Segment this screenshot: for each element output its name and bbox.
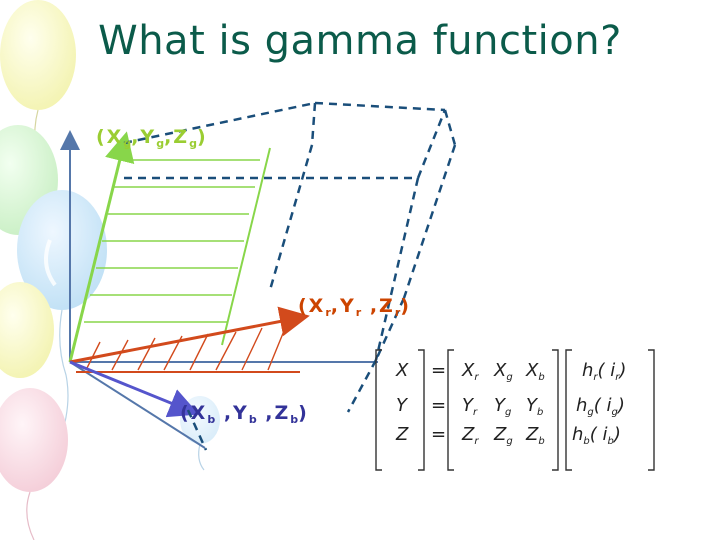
gamma-entry-r: hr( ir) — [582, 360, 627, 383]
equals-1: = — [431, 360, 447, 381]
matrix-cell: Yr — [462, 395, 478, 418]
blue-vector — [69, 360, 200, 418]
z-axis — [69, 361, 206, 449]
dashed-box — [123, 101, 457, 451]
green-parallel — [221, 147, 271, 346]
matrix-cell: Zg — [494, 424, 513, 447]
gamma-entry-b: hb( ib) — [572, 424, 621, 447]
matrix-cell: Xg — [494, 360, 513, 383]
green-hatching — [84, 159, 260, 323]
green-vector-label: (Xg,Yg,Zg) — [96, 126, 208, 150]
matrix-cell: Xb — [526, 360, 545, 383]
matrix-cell: Zr — [462, 424, 479, 447]
equals-3: = — [431, 424, 447, 445]
red-vector — [69, 306, 310, 364]
balloon-blue — [17, 190, 107, 310]
gamma-entry-g: hg( ig) — [576, 395, 625, 418]
green-vector — [68, 131, 135, 363]
matrix-cell: Yb — [526, 395, 544, 418]
slide-title: What is gamma function? — [98, 18, 622, 64]
balloon-yellow-top — [0, 0, 76, 110]
red-vector-label: (Xr,Yr ,Zr) — [298, 295, 411, 319]
matrix-cell: Yg — [494, 395, 512, 418]
lhs-y: Y — [396, 395, 407, 416]
blue-vector-label: (Xb ,Yb ,Zb) — [180, 402, 309, 426]
balloon-pink — [0, 388, 68, 492]
lhs-z: Z — [396, 424, 409, 445]
matrix-cell: Xr — [462, 360, 479, 383]
equals-2: = — [431, 395, 447, 416]
balloon-yellow-left — [0, 282, 54, 378]
lhs-x: X — [396, 360, 409, 381]
matrix-cell: Zb — [526, 424, 545, 447]
